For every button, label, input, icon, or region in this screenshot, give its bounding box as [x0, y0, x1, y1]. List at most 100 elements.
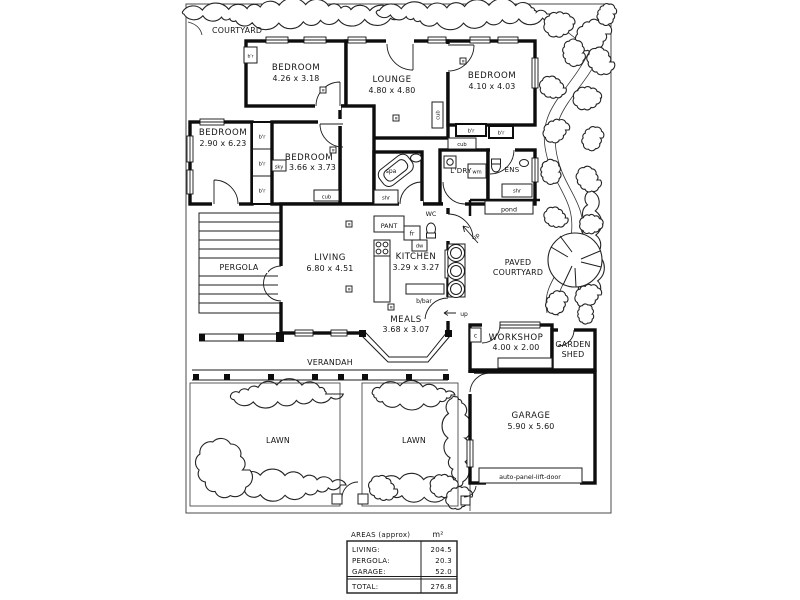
garage-dims: 5.90 x 5.60 [507, 422, 554, 431]
robe-box [488, 125, 514, 139]
pantry-box [373, 215, 405, 233]
tree-icon [575, 165, 603, 193]
spa-label: spa [386, 168, 397, 175]
robe-label: b'r [247, 54, 253, 60]
robe-label: b'r [259, 135, 267, 141]
tree-icon [579, 213, 604, 235]
fixtures-layer [243, 46, 583, 484]
living-name: LIVING [314, 253, 346, 263]
tree-icon [543, 206, 569, 228]
robe-box [455, 123, 487, 137]
garden-shed-label-1: GARDEN [555, 340, 590, 349]
lawn-right-label: LAWN [402, 436, 426, 445]
skylight-box [271, 159, 287, 172]
hedge-icon [371, 380, 456, 411]
areas-table: AREAS (approx) m² LIVING: 204.5 PERGOLA:… [346, 530, 458, 594]
robe-label: b'r [259, 189, 267, 195]
tree-icon [368, 474, 399, 501]
spa-bath-icon [377, 153, 414, 188]
toilet-icon [426, 222, 436, 239]
bay-window [359, 330, 452, 363]
hedge-icon [441, 395, 473, 487]
bedroom4-name: BEDROOM [285, 153, 333, 163]
door-swings [213, 43, 575, 393]
ensuite-shower-icon [501, 183, 533, 198]
robe-label: b'r [259, 162, 267, 168]
yard-lines [189, 369, 477, 511]
up-arrow-icon [443, 225, 479, 316]
garden-layer [181, 0, 618, 510]
laundry-trough-icon [443, 155, 457, 169]
meals-dims: 3.68 x 3.07 [382, 325, 429, 334]
kitchen-name: KITCHEN [396, 252, 437, 262]
tree-icon [545, 290, 569, 316]
pergola-structure [198, 212, 284, 342]
up-label: up [471, 232, 481, 242]
bedroom3-dims: 2.90 x 6.23 [199, 139, 246, 148]
robe-label: b'r [498, 131, 506, 137]
washing-machine-box [467, 163, 487, 179]
table-row: GARAGE: 52.0 [352, 568, 452, 576]
living-dims: 6.80 x 4.51 [306, 264, 353, 273]
tree-icon [581, 126, 605, 152]
row-value: 20.3 [435, 557, 452, 565]
room-bedroom1 [244, 39, 348, 108]
hedge-icon [235, 468, 347, 502]
wc-label: WC [426, 210, 437, 218]
workshop-dims: 4.00 x 2.00 [492, 343, 539, 352]
gate [331, 481, 369, 505]
washing-machine-label: wm [472, 170, 481, 176]
lounge-name: LOUNGE [372, 75, 411, 85]
tree-icon [586, 46, 616, 76]
ensuite-basin-icon [519, 159, 529, 167]
robe-label: b'r [468, 129, 476, 135]
bedroom2-dims: 4.10 x 4.03 [468, 82, 515, 91]
pantry-label: PANT [381, 222, 398, 230]
tree-icon [542, 118, 571, 144]
tree-icon [540, 158, 562, 185]
cupboard-box [469, 327, 482, 343]
dishwasher-label: dw [416, 244, 424, 250]
garage-name: GARAGE [512, 411, 551, 421]
shower-label: shr [382, 196, 391, 202]
verandah-label: VERANDAH [307, 358, 353, 367]
skylight-label: sky [275, 165, 284, 171]
bedroom2-name: BEDROOM [468, 71, 516, 81]
hedge-icon [181, 0, 407, 31]
lawn-left-label: LAWN [266, 436, 290, 445]
cupboard-box [447, 137, 477, 150]
table-total-row: TOTAL: 276.8 [351, 583, 452, 591]
hedge-icon [229, 378, 345, 409]
garage-door-label: auto-panel-lift-door [499, 473, 561, 481]
tree-icon [194, 437, 254, 499]
tree-icon [562, 38, 586, 68]
meals-name: MEALS [390, 315, 421, 325]
workshop-name: WORKSHOP [489, 333, 544, 343]
garden-shed-label-2: SHED [562, 350, 585, 359]
paved-courtyard-label-1: PAVED [505, 258, 532, 267]
row-label: GARAGE: [352, 568, 386, 576]
breakfast-bar [405, 283, 445, 295]
cupboard-label: c [474, 333, 477, 340]
stove-icon [373, 239, 391, 257]
hallway [338, 104, 376, 206]
areas-table-title: AREAS (approx) [351, 531, 410, 539]
pond-label: pond [501, 206, 517, 214]
ensuite-toilet-icon [491, 158, 501, 173]
pot-plants-icon [447, 243, 466, 298]
windows [186, 36, 541, 468]
tree-icon [543, 11, 576, 38]
cupboard-label: cub [436, 110, 442, 120]
garage-door-box [478, 467, 583, 484]
table-row: LIVING: 204.5 [352, 546, 452, 554]
laundry-label: L'DRY [450, 167, 472, 175]
up-label: up [460, 311, 468, 318]
row-value: 52.0 [435, 568, 452, 576]
bedroom4-dims: 3.66 x 3.73 [289, 163, 336, 172]
side-gate [460, 485, 477, 506]
lounge-dims: 4.80 x 4.80 [368, 86, 415, 95]
row-value: 204.5 [430, 546, 452, 554]
pond-box [484, 200, 534, 215]
cupboard-label: cub [322, 195, 332, 201]
